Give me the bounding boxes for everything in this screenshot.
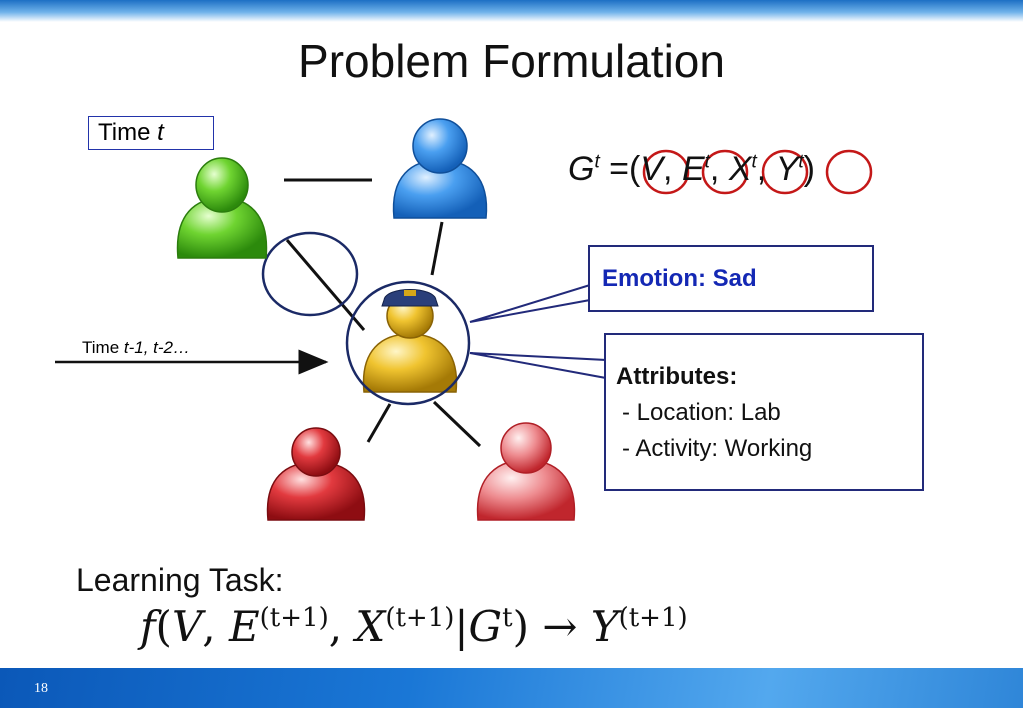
formula-v: V	[640, 150, 664, 188]
time-prev-vars: t-1, t-2…	[123, 338, 190, 357]
task-bar: |	[454, 602, 469, 651]
task-y-sup: (t+1)	[618, 603, 688, 633]
formula-e-sup: t	[704, 151, 710, 173]
highlight-circle-v	[642, 149, 690, 195]
footer-banner	[0, 668, 1023, 708]
graph-formula: Gt =(V, Et, Xt, Yt)	[568, 150, 815, 189]
highlight-circle-y	[825, 149, 873, 195]
task-x: X	[355, 602, 386, 651]
attributes-title: Attributes:	[616, 363, 738, 390]
task-e-sup: (t+1)	[259, 603, 329, 633]
formula-g: G	[568, 150, 595, 188]
page-number: 18	[34, 681, 48, 696]
formula-x-sup: t	[751, 151, 757, 173]
task-e: E	[228, 602, 260, 651]
user-green-icon	[176, 157, 268, 259]
formula-x: X	[728, 150, 752, 188]
time-prev-text: Time	[82, 338, 124, 357]
formula-comma-2: ,	[709, 150, 729, 188]
edge-gold-red-right	[432, 400, 482, 448]
highlight-circle-e	[701, 149, 749, 195]
emotion-callout: Emotion: Sad	[588, 245, 874, 312]
user-red-left-icon	[266, 427, 366, 521]
time-t-var: t	[157, 119, 164, 146]
removed-edge-circle	[261, 231, 359, 317]
task-f: f	[140, 602, 156, 651]
formula-y: Y	[775, 150, 799, 188]
attribute-activity: - Activity: Working	[622, 435, 813, 462]
top-banner	[0, 0, 1023, 22]
emotion-callout-pointer	[469, 283, 591, 323]
formula-g-sup: t	[594, 151, 600, 173]
focus-node-circle	[345, 280, 471, 406]
formula-eq: =(	[599, 150, 641, 188]
user-gold-icon	[362, 289, 458, 393]
task-x-sup: (t+1)	[385, 603, 455, 633]
formula-e: E	[681, 150, 705, 188]
task-comma-2: ,	[328, 602, 356, 651]
task-comma-1: ,	[202, 602, 229, 651]
time-previous-label: Time t-1, t-2…	[82, 338, 190, 358]
task-y: Y	[590, 602, 619, 651]
slide-title: Problem Formulation	[298, 35, 725, 87]
formula-y-sup: t	[798, 151, 804, 173]
task-arrow: ) →	[512, 602, 591, 651]
time-t-box: Time t	[88, 116, 214, 150]
formula-close: )	[803, 150, 815, 188]
formula-comma-3: ,	[756, 150, 776, 188]
learning-task-label: Learning Task:	[76, 562, 284, 598]
emotion-label: Emotion: Sad	[602, 265, 757, 292]
edge-blue-gold	[430, 221, 444, 276]
task-g-sup: t	[502, 603, 513, 633]
formula-comma-1: ,	[663, 150, 682, 188]
task-open: (	[155, 602, 172, 651]
edge-gold-red-left	[366, 403, 392, 443]
edge-green-gold-removed	[285, 239, 366, 331]
task-v: V	[171, 602, 203, 651]
attributes-callout: Attributes: - Location: Lab - Activity: …	[604, 333, 924, 491]
learning-task-formula: f(V, E(t+1), X(t+1)|Gt) → Y(t+1)	[140, 602, 688, 651]
user-red-right-icon	[476, 422, 576, 521]
time-t-label: Time	[98, 119, 158, 146]
highlight-circle-x	[761, 149, 809, 195]
task-g: G	[468, 602, 503, 651]
attributes-callout-pointer	[469, 352, 607, 380]
attribute-location: - Location: Lab	[622, 399, 781, 426]
user-blue-icon	[392, 118, 488, 219]
